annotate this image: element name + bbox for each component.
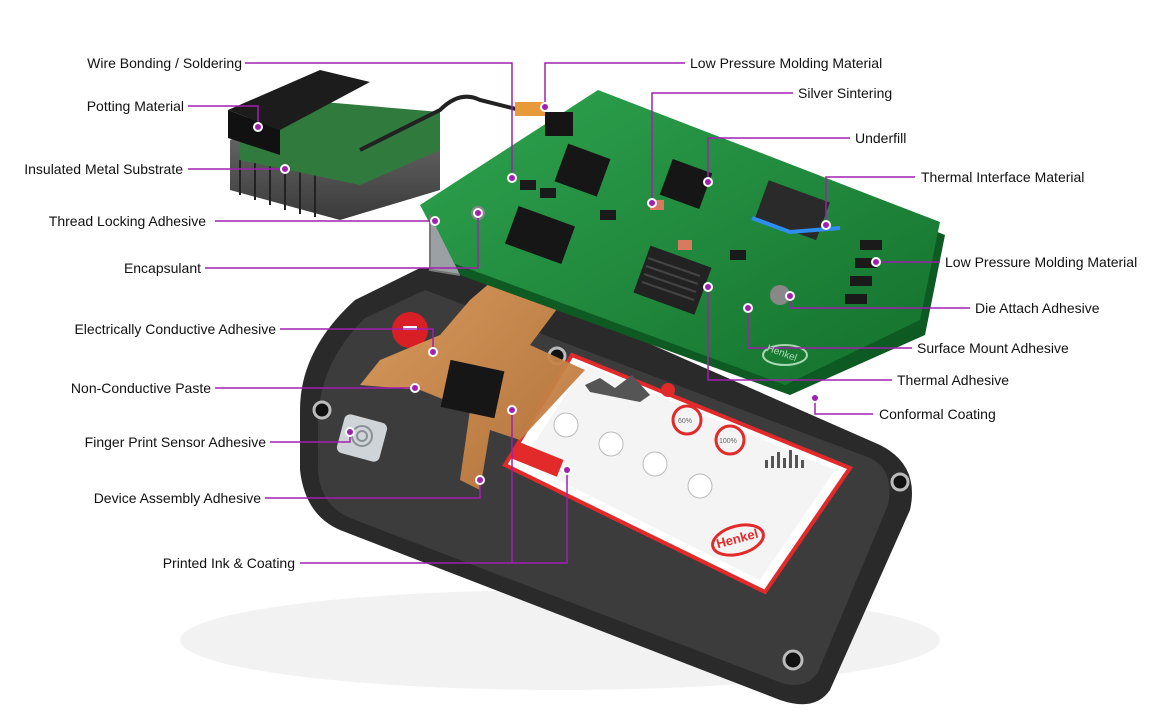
component-can xyxy=(770,285,790,305)
area-chart-widget xyxy=(585,375,650,402)
leader-lines xyxy=(188,62,970,564)
brand-logo-display xyxy=(711,523,765,557)
bar-chart-widget xyxy=(765,450,804,468)
connector xyxy=(545,112,573,136)
screw-hole xyxy=(890,472,910,492)
label-underfill: Underfill xyxy=(855,130,907,146)
heatsink-fins xyxy=(239,160,316,217)
mounting-bracket xyxy=(429,215,461,276)
label-thread-locking-adhesive: Thread Locking Adhesive xyxy=(48,213,206,229)
smd-parts xyxy=(520,180,882,304)
touch-display xyxy=(502,352,854,595)
label-finger-print-sensor-adhesive: Finger Print Sensor Adhesive xyxy=(84,434,266,450)
power-module xyxy=(228,70,545,220)
label-surface-mount-adhesive: Surface Mount Adhesive xyxy=(917,340,1069,356)
cpu-heatsink xyxy=(633,245,712,315)
cable xyxy=(359,94,521,152)
gauge-ring-b xyxy=(714,424,746,456)
gauge-ring-a xyxy=(671,404,703,436)
label-printed-ink-coating: Printed Ink & Coating xyxy=(162,555,295,571)
label-non-conductive-paste: Non-Conductive Paste xyxy=(70,380,211,396)
label-silver-sintering: Silver Sintering xyxy=(798,85,893,101)
cable-connector xyxy=(515,102,545,116)
label-die-attach-adhesive: Die Attach Adhesive xyxy=(975,300,1100,316)
camera-icon xyxy=(598,431,624,457)
label-insulated-metal-substrate: Insulated Metal Substrate xyxy=(24,161,183,177)
flex-chip xyxy=(440,359,505,419)
label-thermal-adhesive: Thermal Adhesive xyxy=(897,372,1010,388)
cpu-fins xyxy=(641,257,701,301)
label-low-pressure-molding-top: Low Pressure Molding Material xyxy=(690,55,883,71)
leader-dots xyxy=(253,102,881,485)
gauge-b-readout: 100% xyxy=(719,438,737,445)
label-thermal-interface-material: Thermal Interface Material xyxy=(921,169,1085,185)
fingerprint-sensor xyxy=(336,414,388,462)
thermal-heatsink xyxy=(755,180,830,241)
label-conformal-coating: Conformal Coating xyxy=(879,406,996,422)
screw-hole xyxy=(312,400,332,420)
label-potting-material: Potting Material xyxy=(86,98,184,114)
label-encapsulant: Encapsulant xyxy=(123,260,201,276)
label-device-assembly-adhesive: Device Assembly Adhesive xyxy=(93,490,261,506)
dots-icon xyxy=(642,451,668,477)
silver-sinter-die xyxy=(650,200,664,210)
label-electrically-conductive-adhesive: Electrically Conductive Adhesive xyxy=(74,321,276,337)
chip xyxy=(659,158,713,210)
chip xyxy=(504,205,576,265)
brand-logo-pcb xyxy=(762,344,808,366)
chip xyxy=(554,143,611,197)
star-icon xyxy=(687,473,713,499)
screw-hole xyxy=(782,649,804,671)
menu-circle-icon xyxy=(553,412,579,438)
label-low-pressure-molding-right: Low Pressure Molding Material xyxy=(945,254,1138,270)
potting-block xyxy=(228,70,370,130)
gauge-a-readout: 60% xyxy=(678,418,693,425)
label-wire-bonding: Wire Bonding / Soldering xyxy=(87,55,242,71)
main-pcb xyxy=(420,90,945,395)
